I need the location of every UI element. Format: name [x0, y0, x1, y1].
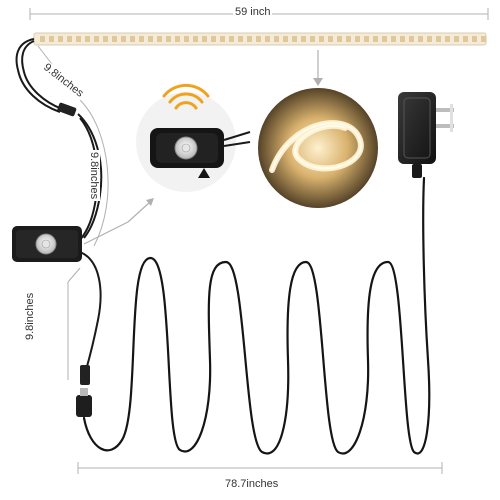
led-chip [283, 36, 288, 42]
led-chip [292, 36, 297, 42]
led-chip [409, 36, 414, 42]
led-chip-row [40, 36, 486, 42]
power-adapter-icon [398, 92, 454, 178]
led-chip [256, 36, 261, 42]
led-chip [301, 36, 306, 42]
cable-dimension-line [77, 462, 443, 474]
led-chip [310, 36, 315, 42]
led-chip [67, 36, 72, 42]
upper-leads [15, 38, 63, 113]
led-chip [346, 36, 351, 42]
led-chip [130, 36, 135, 42]
led-chip [58, 36, 63, 42]
led-chip [121, 36, 126, 42]
led-chip [85, 36, 90, 42]
led-chip [211, 36, 216, 42]
led-chip [481, 36, 486, 42]
led-chip [274, 36, 279, 42]
cable-length-label: 78.7inches [223, 478, 281, 491]
upper-connector [57, 102, 77, 117]
led-chip [328, 36, 333, 42]
led-chip [391, 36, 396, 42]
plug-prong-icon [436, 104, 454, 132]
led-chip [193, 36, 198, 42]
motion-sensor-icon [12, 226, 82, 262]
lower-lead-length-label: 9.8inches [24, 292, 36, 340]
led-chip [364, 36, 369, 42]
lower-dimension-line [67, 267, 81, 380]
sensor-to-zoom-arrow [83, 198, 154, 245]
led-chip [355, 36, 360, 42]
led-chip [337, 36, 342, 42]
strip-to-glow-arrow [313, 50, 323, 86]
led-chip [40, 36, 45, 42]
strip-length-label: 59 inch [233, 6, 273, 19]
led-chip [184, 36, 189, 42]
led-chip [202, 36, 207, 42]
led-chip [265, 36, 270, 42]
led-chip [427, 36, 432, 42]
led-chip [382, 36, 387, 42]
led-chip [319, 36, 324, 42]
power-cable [82, 176, 431, 455]
led-chip [463, 36, 468, 42]
led-chip [166, 36, 171, 42]
lower-leads [79, 251, 102, 371]
led-chip [472, 36, 477, 42]
lower-connector [80, 365, 90, 385]
led-chip [157, 36, 162, 42]
sensor-closeup [136, 83, 251, 192]
led-chip [103, 36, 108, 42]
led-chip [229, 36, 234, 42]
warm-glow-photo [258, 88, 378, 208]
dc-plug [76, 388, 92, 417]
led-chip [148, 36, 153, 42]
led-chip [238, 36, 243, 42]
led-strip [33, 32, 487, 46]
led-chip [112, 36, 117, 42]
middle-lead-length-label: 9.8inches [87, 150, 100, 202]
motion-wave-icon [162, 83, 210, 110]
led-chip [139, 36, 144, 42]
led-chip [247, 36, 252, 42]
led-chip [418, 36, 423, 42]
led-chip [445, 36, 450, 42]
led-chip [94, 36, 99, 42]
led-chip [220, 36, 225, 42]
led-chip [373, 36, 378, 42]
middle-dimension-line [79, 99, 109, 247]
led-chip [49, 36, 54, 42]
led-chip [436, 36, 441, 42]
led-chip [454, 36, 459, 42]
led-chip [76, 36, 81, 42]
led-chip [400, 36, 405, 42]
led-chip [175, 36, 180, 42]
